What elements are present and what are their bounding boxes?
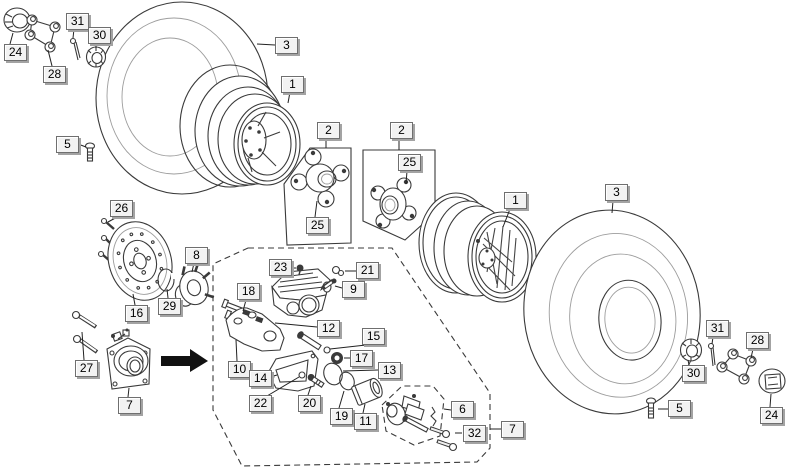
rear-lug-nuts-drawing bbox=[716, 348, 757, 385]
callout-5-rear[interactable]: 5 bbox=[668, 400, 691, 417]
pad-bolts-drawing bbox=[429, 426, 458, 452]
callout-8[interactable]: 8 bbox=[185, 247, 208, 264]
callout-10[interactable]: 10 bbox=[228, 361, 251, 378]
callout-19[interactable]: 19 bbox=[330, 408, 353, 425]
callout-29[interactable]: 29 bbox=[158, 298, 181, 315]
callout-31-rear[interactable]: 31 bbox=[706, 320, 729, 337]
callout-13[interactable]: 13 bbox=[378, 362, 401, 379]
assembled-caliper-drawing bbox=[106, 328, 151, 390]
callout-7-right[interactable]: 7 bbox=[501, 421, 524, 438]
callout-18[interactable]: 18 bbox=[237, 283, 260, 300]
callout-28-front[interactable]: 28 bbox=[43, 66, 66, 83]
oring-bleed-drawing bbox=[298, 371, 306, 379]
callout-20[interactable]: 20 bbox=[298, 395, 321, 412]
hub-adapter-box-front bbox=[283, 147, 352, 246]
callout-30-rear[interactable]: 30 bbox=[682, 365, 705, 382]
piston-seal-drawing bbox=[339, 371, 355, 391]
callout-9[interactable]: 9 bbox=[342, 281, 365, 298]
callout-3-front[interactable]: 3 bbox=[275, 37, 298, 54]
callout-1-front[interactable]: 1 bbox=[281, 76, 304, 93]
banjo-fitting-drawing bbox=[331, 265, 345, 277]
callout-2-left[interactable]: 2 bbox=[317, 122, 340, 139]
callout-2-right[interactable]: 2 bbox=[390, 122, 413, 139]
callout-1-rear[interactable]: 1 bbox=[504, 192, 527, 209]
callout-14[interactable]: 14 bbox=[249, 370, 272, 387]
banjo-bolt-drawing bbox=[320, 278, 337, 291]
callout-28-rear[interactable]: 28 bbox=[746, 332, 769, 349]
callout-24-rear[interactable]: 24 bbox=[760, 407, 783, 424]
callout-26[interactable]: 26 bbox=[110, 200, 133, 217]
front-rim-drawing bbox=[194, 75, 301, 187]
wheel-hub-drawing bbox=[174, 262, 215, 307]
rear-tire-drawing bbox=[523, 209, 701, 415]
caliper-body-drawing bbox=[271, 268, 332, 318]
callout-11[interactable]: 11 bbox=[354, 413, 377, 430]
brake-pads-kit-drawing bbox=[381, 385, 445, 446]
caliper-bracket-drawing bbox=[225, 307, 285, 352]
callout-3-rear[interactable]: 3 bbox=[605, 184, 628, 201]
rear-rim-drawing bbox=[418, 192, 537, 303]
front-lug-nuts-drawing bbox=[24, 14, 61, 53]
dust-seal-drawing bbox=[323, 362, 343, 386]
front-valve-bolt-drawing bbox=[84, 142, 96, 162]
explode-arrow bbox=[161, 349, 208, 372]
callout-6[interactable]: 6 bbox=[451, 401, 474, 418]
callout-32[interactable]: 32 bbox=[463, 425, 486, 442]
piston-drawing bbox=[351, 377, 383, 406]
bleed-cap-drawing bbox=[296, 264, 304, 276]
hub-adapter-box-rear bbox=[362, 149, 436, 241]
callout-31-front[interactable]: 31 bbox=[66, 13, 89, 30]
bleed-bolt-drawing bbox=[307, 373, 325, 388]
callout-7-left[interactable]: 7 bbox=[118, 397, 141, 414]
brake-disc-drawing bbox=[107, 221, 173, 301]
callout-25-left[interactable]: 25 bbox=[306, 217, 329, 234]
rear-cotter-pin-drawing bbox=[707, 342, 716, 367]
rear-hub-cap-drawing bbox=[758, 368, 786, 394]
callout-12[interactable]: 12 bbox=[317, 320, 340, 337]
callout-24-front[interactable]: 24 bbox=[4, 44, 27, 61]
callout-27[interactable]: 27 bbox=[75, 360, 98, 377]
callout-5-front[interactable]: 5 bbox=[56, 136, 79, 153]
callout-17[interactable]: 17 bbox=[350, 350, 373, 367]
callout-23[interactable]: 23 bbox=[269, 259, 292, 276]
leader-lines bbox=[9, 28, 772, 434]
callout-15[interactable]: 15 bbox=[362, 328, 385, 345]
callout-30-front[interactable]: 30 bbox=[88, 27, 111, 44]
pad-pin-drawing bbox=[297, 331, 322, 351]
callout-21[interactable]: 21 bbox=[356, 262, 379, 279]
callout-22[interactable]: 22 bbox=[249, 395, 272, 412]
front-cotter-pin-drawing bbox=[69, 37, 81, 61]
circlip-drawing bbox=[157, 268, 177, 292]
piston-boot-drawing bbox=[331, 352, 343, 364]
callout-25-right[interactable]: 25 bbox=[398, 154, 421, 171]
rear-valve-bolt-drawing bbox=[645, 397, 657, 419]
exploded-view-boundary bbox=[212, 247, 491, 467]
rear-lock-washer-drawing bbox=[679, 338, 703, 362]
callout-16[interactable]: 16 bbox=[125, 305, 148, 322]
oring-small-drawing bbox=[323, 346, 331, 354]
